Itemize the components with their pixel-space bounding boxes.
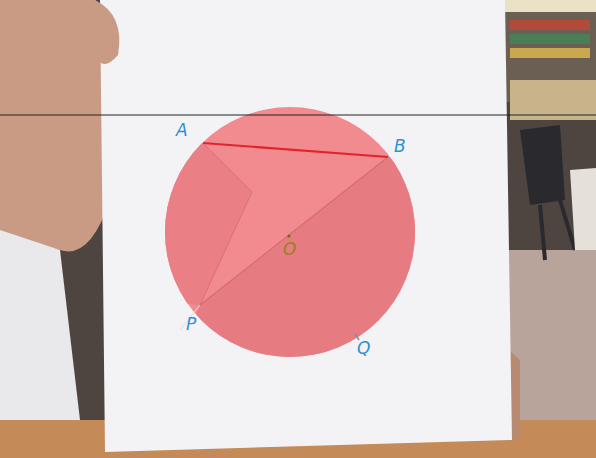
point-label: A [176, 122, 188, 139]
thumb [95, 0, 119, 64]
sleeve [0, 230, 80, 420]
chair [520, 125, 565, 205]
paper-sheet [100, 0, 512, 452]
top-strip [500, 0, 596, 12]
scan-line [0, 115, 596, 116]
crease [200, 192, 252, 305]
shelf-items [510, 34, 590, 44]
shelf-items [510, 20, 590, 30]
stool [570, 168, 596, 250]
point-label: O [283, 241, 296, 258]
crease [203, 143, 252, 192]
chord-ab [203, 143, 388, 157]
point-label: P [186, 316, 196, 333]
shelf-items [510, 48, 590, 58]
point-label: B [394, 138, 406, 155]
crease-diagonal [200, 157, 388, 305]
centre-dot [287, 234, 290, 237]
point-label: Q [357, 340, 370, 357]
chair-legs [540, 200, 575, 260]
shelf-box [510, 80, 596, 120]
fold-triangle [150, 140, 252, 305]
